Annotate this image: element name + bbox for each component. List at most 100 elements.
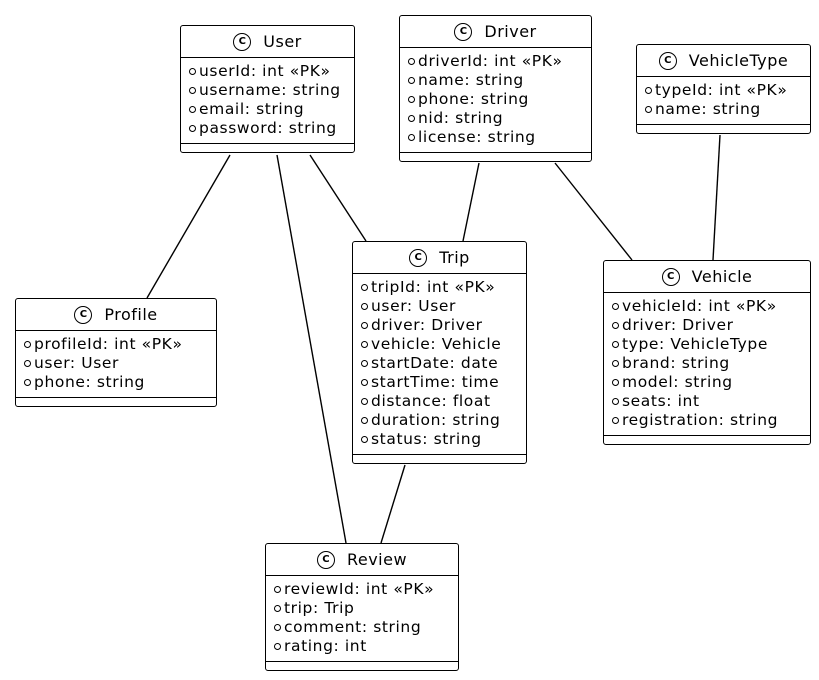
class-name: User — [263, 32, 302, 51]
attribute-text: driver: Driver — [371, 316, 483, 334]
attribute-row: comment: string — [274, 618, 458, 637]
public-visibility-icon — [24, 360, 31, 367]
attribute-row: startTime: time — [361, 373, 526, 392]
attribute-row: user: User — [24, 354, 216, 373]
edge-vehicletype-vehicle — [712, 134, 721, 261]
public-visibility-icon — [612, 398, 619, 405]
attribute-text: tripId: int «PK» — [371, 278, 496, 296]
attribute-row: brand: string — [612, 354, 810, 373]
class-vehicletype[interactable]: C VehicleType typeId: int «PK»name: stri… — [636, 44, 811, 134]
class-header: C VehicleType — [637, 45, 810, 77]
public-visibility-icon — [408, 96, 415, 103]
attribute-text: distance: float — [371, 392, 491, 410]
attribute-text: vehicleId: int «PK» — [622, 297, 777, 315]
class-icon: C — [409, 248, 428, 267]
attribute-row: model: string — [612, 373, 810, 392]
attribute-row: name: string — [408, 71, 591, 90]
method-compartment — [353, 454, 526, 463]
public-visibility-icon — [274, 586, 281, 593]
attribute-text: userId: int «PK» — [199, 62, 331, 80]
attribute-row: phone: string — [24, 373, 216, 392]
class-header: C Review — [266, 544, 458, 576]
public-visibility-icon — [189, 106, 196, 113]
class-name: Driver — [484, 22, 537, 41]
attribute-row: startDate: date — [361, 354, 526, 373]
edge-user-review — [276, 154, 347, 544]
attribute-row: registration: string — [612, 411, 810, 430]
method-compartment — [266, 661, 458, 670]
attribute-text: password: string — [199, 119, 337, 137]
attribute-row: username: string — [189, 81, 354, 100]
attribute-row: license: string — [408, 128, 591, 147]
attribute-text: model: string — [622, 373, 733, 391]
edge-trip-review — [380, 464, 406, 544]
attribute-row: reviewId: int «PK» — [274, 580, 458, 599]
public-visibility-icon — [189, 87, 196, 94]
method-compartment — [637, 124, 810, 133]
attribute-row: rating: int — [274, 637, 458, 656]
attribute-text: status: string — [371, 430, 482, 448]
public-visibility-icon — [612, 379, 619, 386]
class-header: C Vehicle — [604, 261, 810, 293]
public-visibility-icon — [612, 417, 619, 424]
public-visibility-icon — [612, 303, 619, 310]
attribute-text: nid: string — [418, 109, 504, 127]
attribute-text: name: string — [655, 100, 761, 118]
class-icon: C — [74, 305, 93, 324]
attribute-text: license: string — [418, 128, 536, 146]
attribute-row: profileId: int «PK» — [24, 335, 216, 354]
public-visibility-icon — [408, 58, 415, 65]
attribute-text: brand: string — [622, 354, 730, 372]
attribute-text: duration: string — [371, 411, 501, 429]
public-visibility-icon — [645, 106, 652, 113]
class-icon: C — [661, 267, 680, 286]
public-visibility-icon — [408, 77, 415, 84]
attribute-text: vehicle: Vehicle — [371, 335, 502, 353]
public-visibility-icon — [274, 605, 281, 612]
public-visibility-icon — [408, 134, 415, 141]
public-visibility-icon — [24, 379, 31, 386]
public-visibility-icon — [408, 115, 415, 122]
public-visibility-icon — [361, 303, 368, 310]
attribute-text: user: User — [371, 297, 457, 315]
attribute-text: driverId: int «PK» — [418, 52, 563, 70]
attribute-text: type: VehicleType — [622, 335, 769, 353]
attribute-text: driver: Driver — [622, 316, 734, 334]
attribute-text: rating: int — [284, 637, 367, 655]
attribute-row: nid: string — [408, 109, 591, 128]
attribute-row: trip: Trip — [274, 599, 458, 618]
public-visibility-icon — [612, 360, 619, 367]
class-header: C Trip — [353, 242, 526, 274]
attribute-text: startTime: time — [371, 373, 500, 391]
class-header: C Driver — [400, 16, 591, 48]
attribute-row: user: User — [361, 297, 526, 316]
attribute-text: seats: int — [622, 392, 700, 410]
class-name: Review — [346, 550, 408, 569]
edge-driver-vehicle — [554, 162, 633, 261]
public-visibility-icon — [361, 398, 368, 405]
public-visibility-icon — [361, 417, 368, 424]
attribute-text: comment: string — [284, 618, 422, 636]
public-visibility-icon — [612, 341, 619, 348]
public-visibility-icon — [24, 341, 31, 348]
attribute-row: type: VehicleType — [612, 335, 810, 354]
class-vehicle[interactable]: C Vehicle vehicleId: int «PK»driver: Dri… — [603, 260, 811, 445]
public-visibility-icon — [361, 322, 368, 329]
attribute-row: driverId: int «PK» — [408, 52, 591, 71]
attribute-row: vehicleId: int «PK» — [612, 297, 810, 316]
class-icon: C — [233, 32, 252, 51]
edge-user-profile — [146, 154, 231, 299]
public-visibility-icon — [612, 322, 619, 329]
